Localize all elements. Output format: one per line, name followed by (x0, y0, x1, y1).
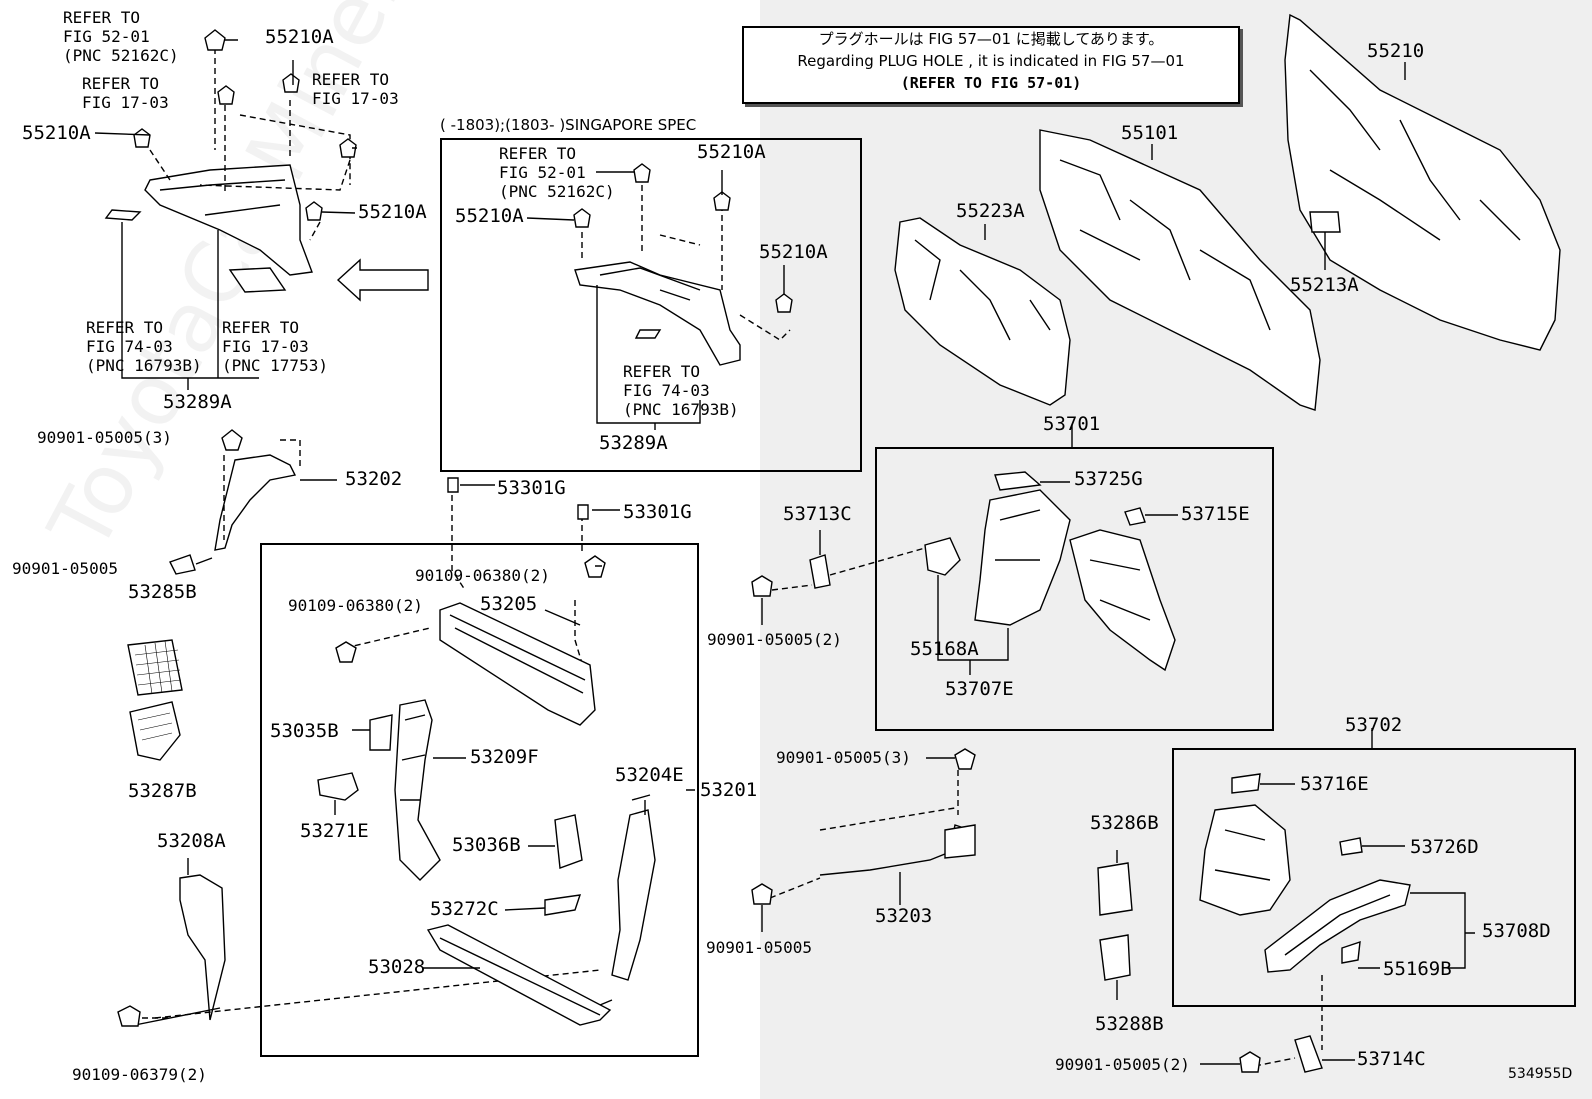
refer-note: REFER TO FIG 74-03 (PNC 16793B) (623, 362, 739, 419)
part-label-53208a[interactable]: 53208A (157, 830, 226, 852)
part-label-53714c[interactable]: 53714C (1357, 1048, 1426, 1070)
notice-japanese-line: プラグホールは FIG 57—01 に掲載してあります。 (818, 30, 1164, 48)
part-label-55210a[interactable]: 55210A (265, 26, 334, 48)
part-label-53716e[interactable]: 53716E (1300, 773, 1369, 795)
center-assembly-box (260, 543, 699, 1057)
part-label-53028[interactable]: 53028 (368, 956, 426, 978)
part-label-90109-06380[interactable]: 90109-06380(2) (288, 596, 423, 615)
part-label-53287b[interactable]: 53287B (128, 780, 197, 802)
assembly-53701-box (875, 447, 1274, 731)
panel-55101-illustration (1039, 129, 1321, 411)
part-label-90901-05005-3[interactable]: 90901-05005(3) (37, 428, 172, 447)
refer-note: REFER TO FIG 52-01 (PNC 52162C) (63, 8, 179, 65)
part-label-53301g[interactable]: 53301G (497, 477, 566, 499)
part-label-55223a[interactable]: 55223A (956, 200, 1025, 222)
part-label-53725g[interactable]: 53725G (1074, 468, 1143, 490)
support-53205-illustration (439, 602, 596, 726)
part-label-55168a[interactable]: 55168A (910, 638, 979, 660)
part-label-53203[interactable]: 53203 (875, 905, 933, 927)
part-label-53708d[interactable]: 53708D (1482, 920, 1551, 942)
part-label-90901-05005[interactable]: 90901-05005 (706, 938, 812, 957)
part-label-53205[interactable]: 53205 (480, 593, 538, 615)
assembly-53702-box (1172, 748, 1576, 1007)
drawing-number: 534955D (1508, 1066, 1573, 1082)
part-label-53715e[interactable]: 53715E (1181, 503, 1250, 525)
part-label-53288b[interactable]: 53288B (1095, 1013, 1164, 1035)
part-label-55210a[interactable]: 55210A (358, 201, 427, 223)
part-label-55210a[interactable]: 55210A (22, 122, 91, 144)
part-label-55101[interactable]: 55101 (1121, 122, 1179, 144)
part-label-90901-05005-2[interactable]: 90901-05005(2) (1055, 1055, 1190, 1074)
refer-note: REFER TO FIG 52-01 (PNC 52162C) (499, 144, 615, 201)
clip-icons (133, 29, 357, 221)
refer-note: REFER TO FIG 17-03 (PNC 17753) (222, 318, 328, 375)
part-label-55210a[interactable]: 55210A (697, 141, 766, 163)
part-label-55210a[interactable]: 55210A (759, 241, 828, 263)
part-label-53701[interactable]: 53701 (1043, 413, 1101, 435)
part-label-53702[interactable]: 53702 (1345, 714, 1403, 736)
part-label-53726d[interactable]: 53726D (1410, 836, 1479, 858)
part-label-55210[interactable]: 55210 (1367, 40, 1425, 62)
part-label-55213a[interactable]: 55213A (1290, 274, 1359, 296)
part-label-90901-05005-2[interactable]: 90901-05005(2) (707, 630, 842, 649)
part-label-53035b[interactable]: 53035B (270, 720, 339, 742)
singapore-spec-box (440, 138, 862, 472)
refer-note: REFER TO FIG 17-03 (82, 74, 169, 112)
part-label-55210a[interactable]: 55210A (455, 205, 524, 227)
panel-55210-illustration (1284, 13, 1561, 351)
bracket-53202-illustration (214, 454, 297, 551)
part-label-55169b[interactable]: 55169B (1383, 958, 1452, 980)
part-label-53271e[interactable]: 53271E (300, 820, 369, 842)
part-label-53707e[interactable]: 53707E (945, 678, 1014, 700)
part-label-53036b[interactable]: 53036B (452, 834, 521, 856)
part-label-53204e[interactable]: 53204E (615, 764, 684, 786)
part-label-53285b[interactable]: 53285B (128, 581, 197, 603)
part-label-90901-05005[interactable]: 90901-05005 (12, 559, 118, 578)
notice-english-line: Regarding PLUG HOLE , it is indicated in… (797, 52, 1185, 70)
part-label-90109-06380[interactable]: 90109-06380(2) (415, 566, 550, 585)
part-label-53202[interactable]: 53202 (345, 468, 403, 490)
singapore-duct-illustration (574, 261, 741, 366)
refer-note: REFER TO FIG 74-03 (PNC 16793B) (86, 318, 202, 375)
duct-53289a-illustration (104, 164, 313, 293)
part-label-53289a[interactable]: 53289A (599, 432, 668, 454)
part-label-53289a[interactable]: 53289A (163, 391, 232, 413)
singapore-spec-label: ( -1803);(1803- )SINGAPORE SPEC (440, 116, 697, 134)
notice-refer-line: (REFER TO FIG 57-01) (900, 74, 1082, 92)
plug-hole-notice: プラグホールは FIG 57—01 に掲載してあります。 Regarding P… (742, 26, 1240, 104)
part-label-53209f[interactable]: 53209F (470, 746, 539, 768)
part-label-53286b[interactable]: 53286B (1090, 812, 1159, 834)
part-label-90901-05005-3[interactable]: 90901-05005(3) (776, 748, 911, 767)
refer-note: REFER TO FIG 17-03 (312, 70, 399, 108)
panel-55223a-illustration (894, 217, 1071, 406)
part-label-53272c[interactable]: 53272C (430, 898, 499, 920)
part-label-90109-06379[interactable]: 90109-06379(2) (72, 1065, 207, 1084)
part-label-53301g[interactable]: 53301G (623, 501, 692, 523)
part-label-53201[interactable]: 53201 (700, 779, 758, 801)
part-label-53713c[interactable]: 53713C (783, 503, 852, 525)
